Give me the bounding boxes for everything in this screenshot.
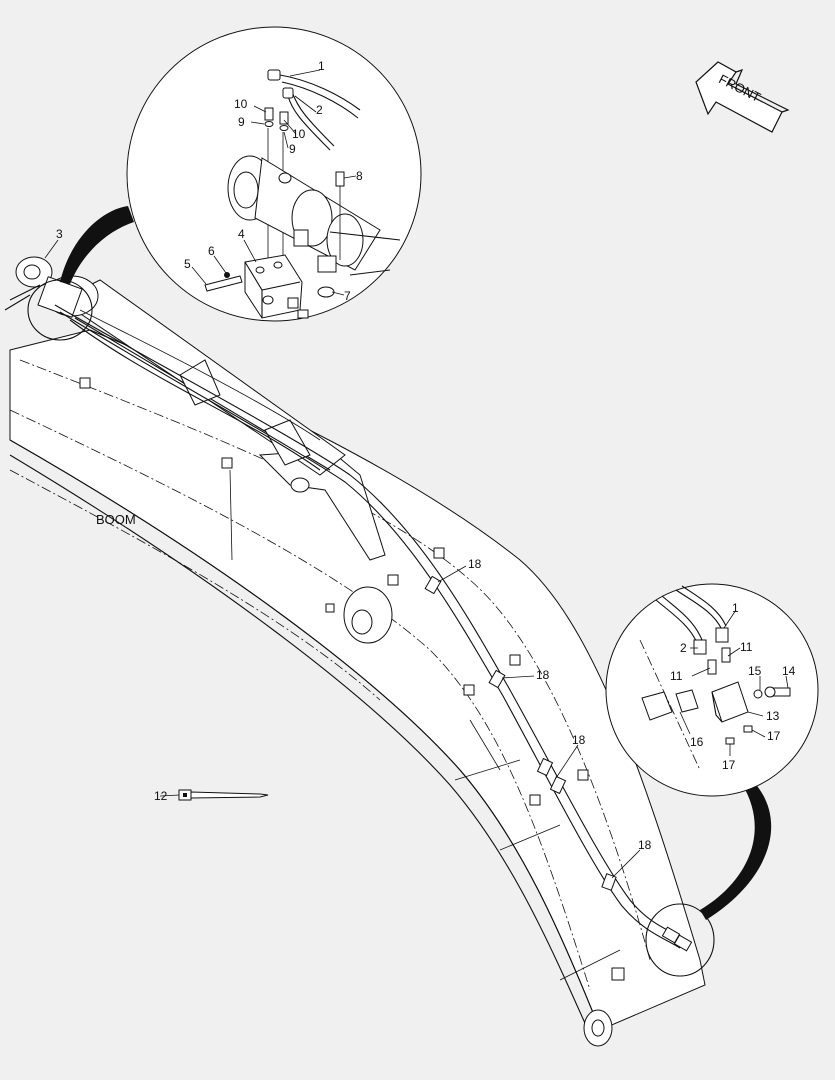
callout-9: 9 (289, 142, 296, 156)
callout-4: 4 (238, 227, 245, 241)
callout-15: 15 (748, 664, 762, 678)
callout-14: 14 (782, 664, 796, 678)
leader-lines (44, 69, 789, 879)
cable-tie (178, 789, 269, 801)
callout-11: 11 (740, 640, 753, 654)
callout-2: 2 (680, 641, 687, 655)
callout-13: 13 (766, 709, 780, 723)
callout-2: 2 (316, 103, 323, 117)
callout-1: 1 (732, 601, 739, 615)
callout-18: 18 (536, 668, 550, 682)
callout-7: 7 (344, 289, 351, 303)
front-direction-arrow: FRONT (695, 61, 790, 133)
callout-6: 6 (208, 244, 215, 258)
callout-17: 17 (767, 729, 781, 743)
arm-cylinder (4, 256, 346, 476)
detail-marker-bottom (645, 903, 715, 977)
detail-view-bracket (605, 583, 819, 797)
detail-marker-top (27, 279, 93, 341)
boom-structure (9, 329, 706, 1047)
callout-12: 12 (154, 789, 168, 803)
callout-5: 5 (184, 257, 191, 271)
detail-leader-bottom (700, 780, 772, 920)
callout-8: 8 (356, 169, 363, 183)
callout-18: 18 (572, 733, 586, 747)
callout-18: 18 (468, 557, 482, 571)
detail-view-valve (126, 26, 422, 322)
callout-9: 9 (238, 115, 245, 129)
detail-leader-top (60, 206, 134, 284)
callout-18: 18 (638, 838, 652, 852)
callout-1: 1 (318, 59, 325, 73)
callout-10: 10 (292, 127, 306, 141)
callout-numbers: 1 2 3 4 5 6 7 8 9 9 10 10 1 2 11 11 12 1… (56, 59, 796, 852)
fitting-cluster-bottom (661, 926, 693, 952)
callout-10: 10 (234, 97, 248, 111)
assembly-label: BOOM (96, 512, 136, 527)
callout-3: 3 (56, 227, 63, 241)
hose-clamps (424, 575, 617, 891)
callout-16: 16 (690, 735, 704, 749)
hydraulic-hose-line (54, 304, 686, 949)
callout-17: 17 (722, 758, 736, 772)
callout-11: 11 (670, 669, 683, 683)
